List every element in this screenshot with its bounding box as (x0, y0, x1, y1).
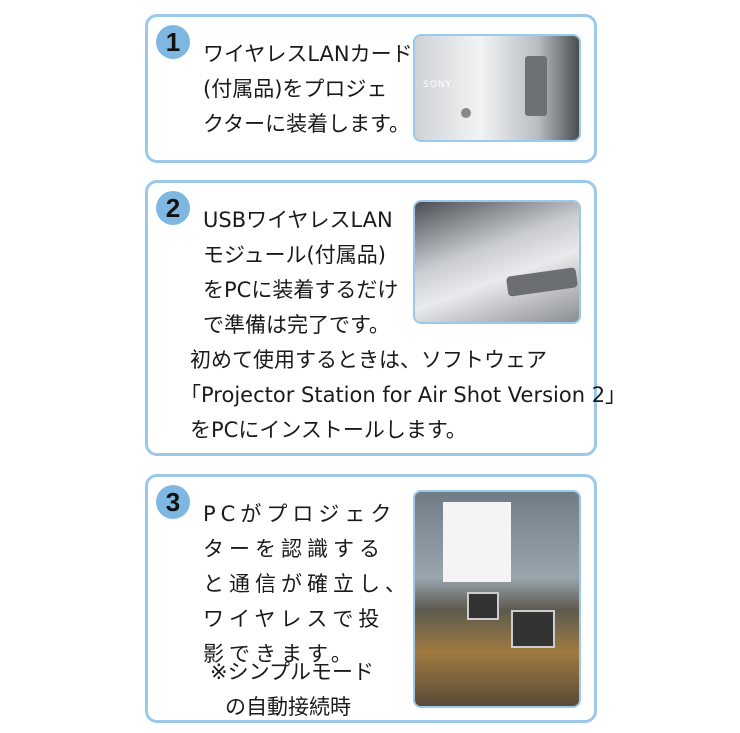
text-line: ワイヤレスで投 (203, 607, 385, 631)
projection-screen (443, 502, 511, 582)
text-line: 「Projector Station for Air Shot Version … (180, 383, 627, 407)
meeting-room-image (413, 490, 581, 708)
text-line: をPCにインストールします。 (190, 418, 467, 442)
step-3-box: 3 PCがプロジェクターを認識すると通信が確立し、ワイヤレスで投影できます。 ※… (145, 474, 597, 723)
text-line: クターに装着します。 (203, 112, 411, 136)
wireless-lan-card (525, 56, 547, 116)
step-number-badge: 1 (156, 25, 190, 59)
step-2-extra-text: 初めて使用するときは、ソフトウェア「Projector Station for … (180, 343, 626, 448)
text-line: ※シンプルモード (210, 660, 374, 684)
text-line: ワイヤレスLANカード (203, 42, 413, 66)
text-line: モジュール(付属品) (203, 243, 386, 267)
text-line: PCがプロジェク (203, 502, 397, 526)
text-line: USBワイヤレスLAN (203, 208, 393, 232)
step-1-text: ワイヤレスLANカード (付属品)をプロジェクターに装着します。 (203, 37, 413, 142)
step-3-text: PCがプロジェクターを認識すると通信が確立し、ワイヤレスで投影できます。 (203, 497, 411, 672)
projector-sensor (461, 108, 471, 118)
text-line: で準備は完了です。 (203, 313, 390, 337)
text-line: をPCに装着するだけ (203, 278, 399, 302)
text-line: (付属品)をプロジェ (203, 77, 388, 101)
projector-brand-logo: SONY (423, 80, 453, 90)
usb-module (505, 267, 579, 297)
step-2-box: 2 USBワイヤレスLAN モジュール(付属品) をPCに装着するだけで準備は完了で… (145, 180, 626, 456)
step-2-text: USBワイヤレスLAN モジュール(付属品) をPCに装着するだけで準備は完了です。 (203, 203, 398, 343)
step-number-badge: 2 (156, 191, 190, 225)
text-line: の自動接続時 (225, 695, 351, 719)
step-1-box: 1 ワイヤレスLANカード (付属品)をプロジェクターに装着します。 SONY (145, 14, 597, 163)
text-line: ターを認識する (203, 537, 385, 561)
step-number-badge: 3 (156, 485, 190, 519)
text-line: 初めて使用するときは、ソフトウェア (190, 348, 547, 372)
projector-image: SONY (413, 34, 581, 142)
step-3-note: ※シンプルモードの自動接続時 (210, 655, 374, 725)
text-line: と通信が確立し、 (203, 572, 411, 596)
laptop (467, 592, 499, 620)
text-line: 影できます。 (203, 642, 357, 666)
laptop (511, 610, 555, 648)
laptop-usb-image (413, 200, 581, 324)
